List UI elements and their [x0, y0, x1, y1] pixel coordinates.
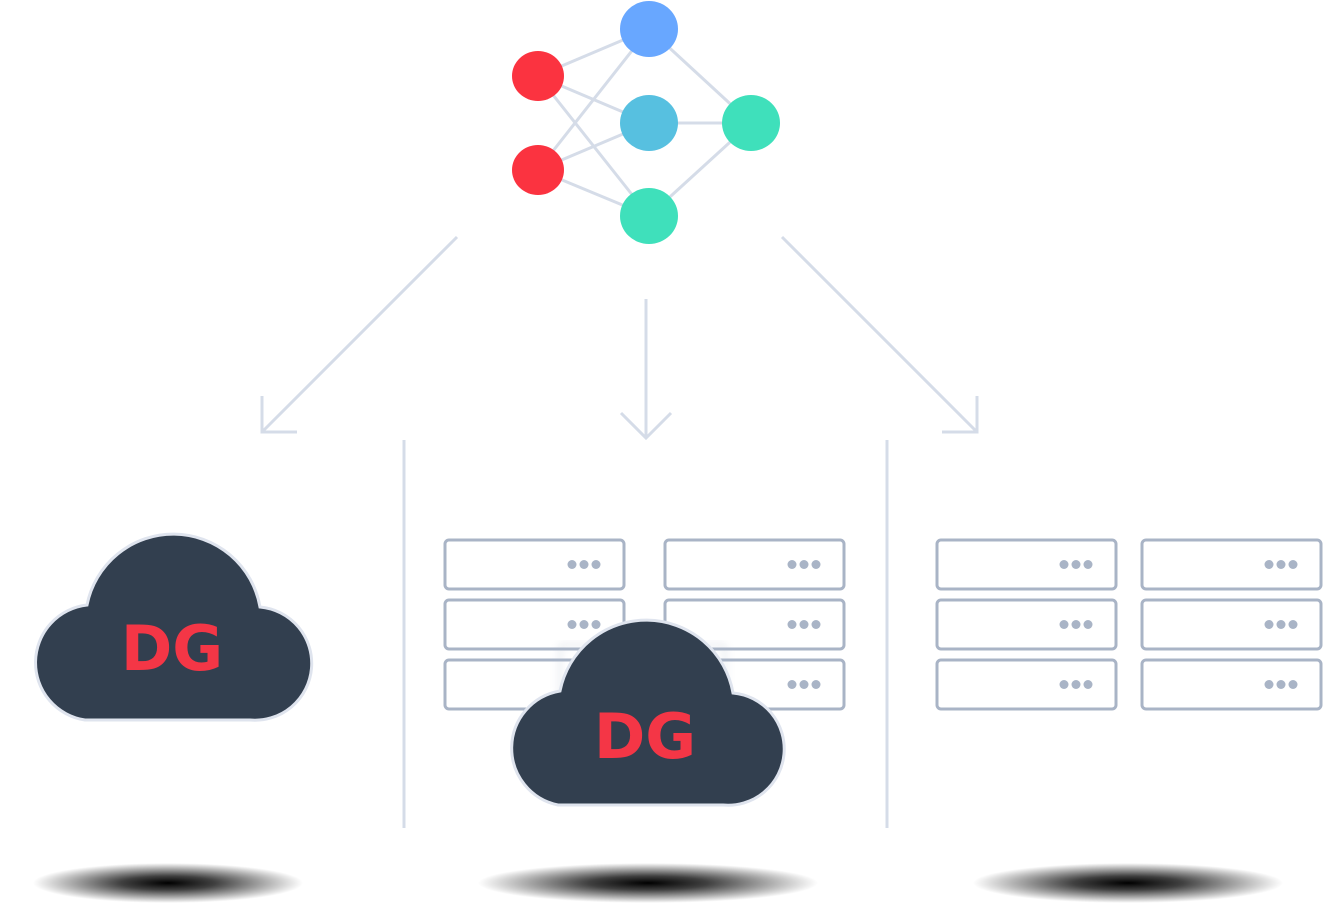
- network-nodes: [512, 1, 780, 244]
- server-status-lights: [1264, 560, 1298, 569]
- server-unit: [935, 538, 1118, 591]
- server-unit: [1140, 538, 1323, 591]
- server-unit: [443, 538, 626, 591]
- ground-shadow: [478, 863, 818, 903]
- on-premise-deployment: [935, 538, 1323, 903]
- server-rack: [935, 538, 1118, 711]
- hidden-node: [620, 1, 678, 57]
- ground-shadow: [973, 863, 1283, 903]
- hybrid-deployment: DG: [443, 538, 846, 903]
- dg-logo: DG: [594, 700, 696, 773]
- logo-text: DG: [594, 700, 696, 773]
- server-status-lights: [787, 620, 821, 629]
- server-unit: [935, 658, 1118, 711]
- output-node: [722, 95, 780, 151]
- network-edge: [536, 28, 651, 171]
- server-unit: [663, 538, 846, 591]
- server-status-lights: [1264, 680, 1298, 689]
- server-status-lights: [1059, 680, 1093, 689]
- server-unit: [1140, 598, 1323, 651]
- server-status-lights: [1264, 620, 1298, 629]
- logo-text: DG: [121, 612, 223, 685]
- hidden-node: [620, 188, 678, 244]
- ground-shadow: [33, 863, 303, 903]
- cloud-icon: DG: [34, 532, 314, 722]
- server-status-lights: [567, 620, 601, 629]
- input-node: [512, 145, 564, 195]
- server-rack: [1140, 538, 1323, 711]
- arrow-to-hybrid: [619, 299, 673, 441]
- neural-network-icon: [512, 1, 780, 244]
- server-unit: [1140, 658, 1323, 711]
- server-unit: [935, 598, 1118, 651]
- cloud-deployment: DG: [33, 532, 314, 903]
- server-status-lights: [567, 560, 601, 569]
- server-rack: [663, 538, 846, 711]
- server-status-lights: [1059, 560, 1093, 569]
- input-node: [512, 51, 564, 101]
- arrow-to-on-premise: [780, 235, 979, 434]
- arrow-to-cloud: [260, 235, 459, 434]
- server-status-lights: [787, 680, 821, 689]
- server-unit: [443, 598, 626, 651]
- server-status-lights: [1059, 620, 1093, 629]
- server-status-lights: [787, 560, 821, 569]
- cloud-icon: DG: [510, 618, 786, 807]
- dg-logo: DG: [121, 612, 223, 685]
- hidden-node: [620, 95, 678, 151]
